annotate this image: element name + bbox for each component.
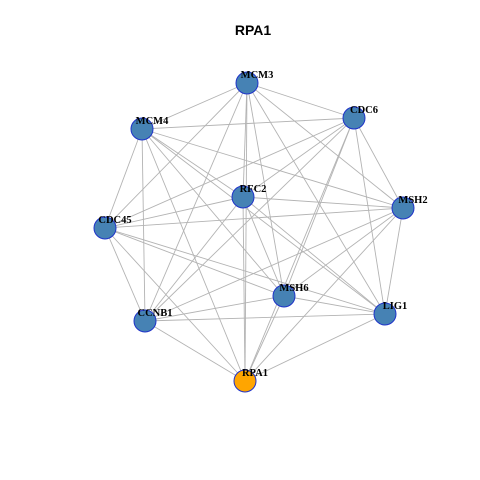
node-rpa1 bbox=[233, 369, 257, 393]
node-label-ccnb1: CCNB1 bbox=[137, 308, 172, 319]
node-rfc2 bbox=[231, 185, 255, 209]
edge-rfc2-cdc45 bbox=[104, 196, 244, 229]
node-lig1 bbox=[373, 302, 397, 326]
node-label-mcm3: MCM3 bbox=[241, 70, 274, 81]
edge-mcm3-rpa1 bbox=[244, 82, 248, 382]
edge-cdc6-cdc45 bbox=[104, 117, 355, 229]
edge-cdc45-rpa1 bbox=[104, 227, 246, 382]
edge-cdc6-lig1 bbox=[353, 117, 386, 315]
node-label-rfc2: RFC2 bbox=[240, 184, 267, 195]
edge-lig1-ccnb1 bbox=[144, 313, 386, 322]
edge-rfc2-lig1 bbox=[242, 196, 386, 315]
edge-mcm3-rfc2 bbox=[242, 82, 248, 198]
edge-msh6-lig1 bbox=[283, 295, 386, 315]
node-label-lig1: LIG1 bbox=[383, 301, 408, 312]
edge-lig1-rpa1 bbox=[244, 313, 386, 382]
edge-mcm3-cdc6 bbox=[246, 82, 355, 119]
node-label-msh6: MSH6 bbox=[279, 283, 308, 294]
node-cdc6 bbox=[342, 106, 366, 130]
edge-mcm3-msh2 bbox=[246, 82, 404, 209]
node-msh6 bbox=[272, 284, 296, 308]
node-mcm4 bbox=[130, 117, 154, 141]
edge-rfc2-ccnb1 bbox=[144, 196, 244, 322]
edge-ccnb1-rpa1 bbox=[144, 320, 246, 382]
edge-mcm3-msh6 bbox=[246, 82, 285, 297]
edge-rfc2-msh2 bbox=[242, 196, 404, 209]
node-layer bbox=[93, 71, 415, 393]
edge-msh2-lig1 bbox=[384, 207, 404, 315]
node-label-rpa1: RPA1 bbox=[242, 368, 268, 379]
node-msh2 bbox=[391, 196, 415, 220]
node-ccnb1 bbox=[133, 309, 157, 333]
edge-cdc45-lig1 bbox=[104, 227, 386, 315]
node-label-msh2: MSH2 bbox=[398, 195, 427, 206]
edge-mcm3-ccnb1 bbox=[144, 82, 248, 322]
edge-cdc6-mcm4 bbox=[141, 117, 355, 130]
edge-cdc6-rfc2 bbox=[242, 117, 355, 198]
node-cdc45 bbox=[93, 216, 117, 240]
node-label-cdc6: CDC6 bbox=[350, 105, 378, 116]
edge-cdc6-rpa1 bbox=[244, 117, 355, 382]
node-label-cdc45: CDC45 bbox=[98, 215, 131, 226]
node-label-mcm4: MCM4 bbox=[136, 116, 169, 127]
edge-rfc2-rpa1 bbox=[242, 196, 246, 382]
edge-mcm3-lig1 bbox=[246, 82, 386, 315]
edge-msh2-msh6 bbox=[283, 207, 404, 297]
diagram-title: RPA1 bbox=[235, 22, 272, 38]
edge-mcm4-cdc45 bbox=[104, 128, 143, 229]
edge-msh2-ccnb1 bbox=[144, 207, 404, 322]
edge-msh2-cdc45 bbox=[104, 207, 404, 229]
edge-mcm4-lig1 bbox=[141, 128, 386, 315]
edge-cdc6-ccnb1 bbox=[144, 117, 355, 322]
edge-cdc6-msh2 bbox=[353, 117, 404, 209]
edge-cdc6-msh6 bbox=[283, 117, 355, 297]
edge-mcm4-msh6 bbox=[141, 128, 285, 297]
node-mcm3 bbox=[235, 71, 259, 95]
edge-msh2-rpa1 bbox=[244, 207, 404, 382]
edge-cdc45-msh6 bbox=[104, 227, 285, 297]
edge-mcm3-mcm4 bbox=[141, 82, 248, 130]
edge-rfc2-msh6 bbox=[242, 196, 285, 297]
edge-layer bbox=[104, 82, 404, 382]
edge-mcm4-rfc2 bbox=[141, 128, 244, 198]
edge-cdc45-ccnb1 bbox=[104, 227, 146, 322]
edge-mcm4-msh2 bbox=[141, 128, 404, 209]
label-layer: MCM3CDC6MCM4RFC2MSH2CDC45MSH6LIG1CCNB1RP… bbox=[98, 70, 427, 379]
edge-msh6-ccnb1 bbox=[144, 295, 285, 322]
edge-mcm3-cdc45 bbox=[104, 82, 248, 229]
edge-msh6-rpa1 bbox=[244, 295, 285, 382]
